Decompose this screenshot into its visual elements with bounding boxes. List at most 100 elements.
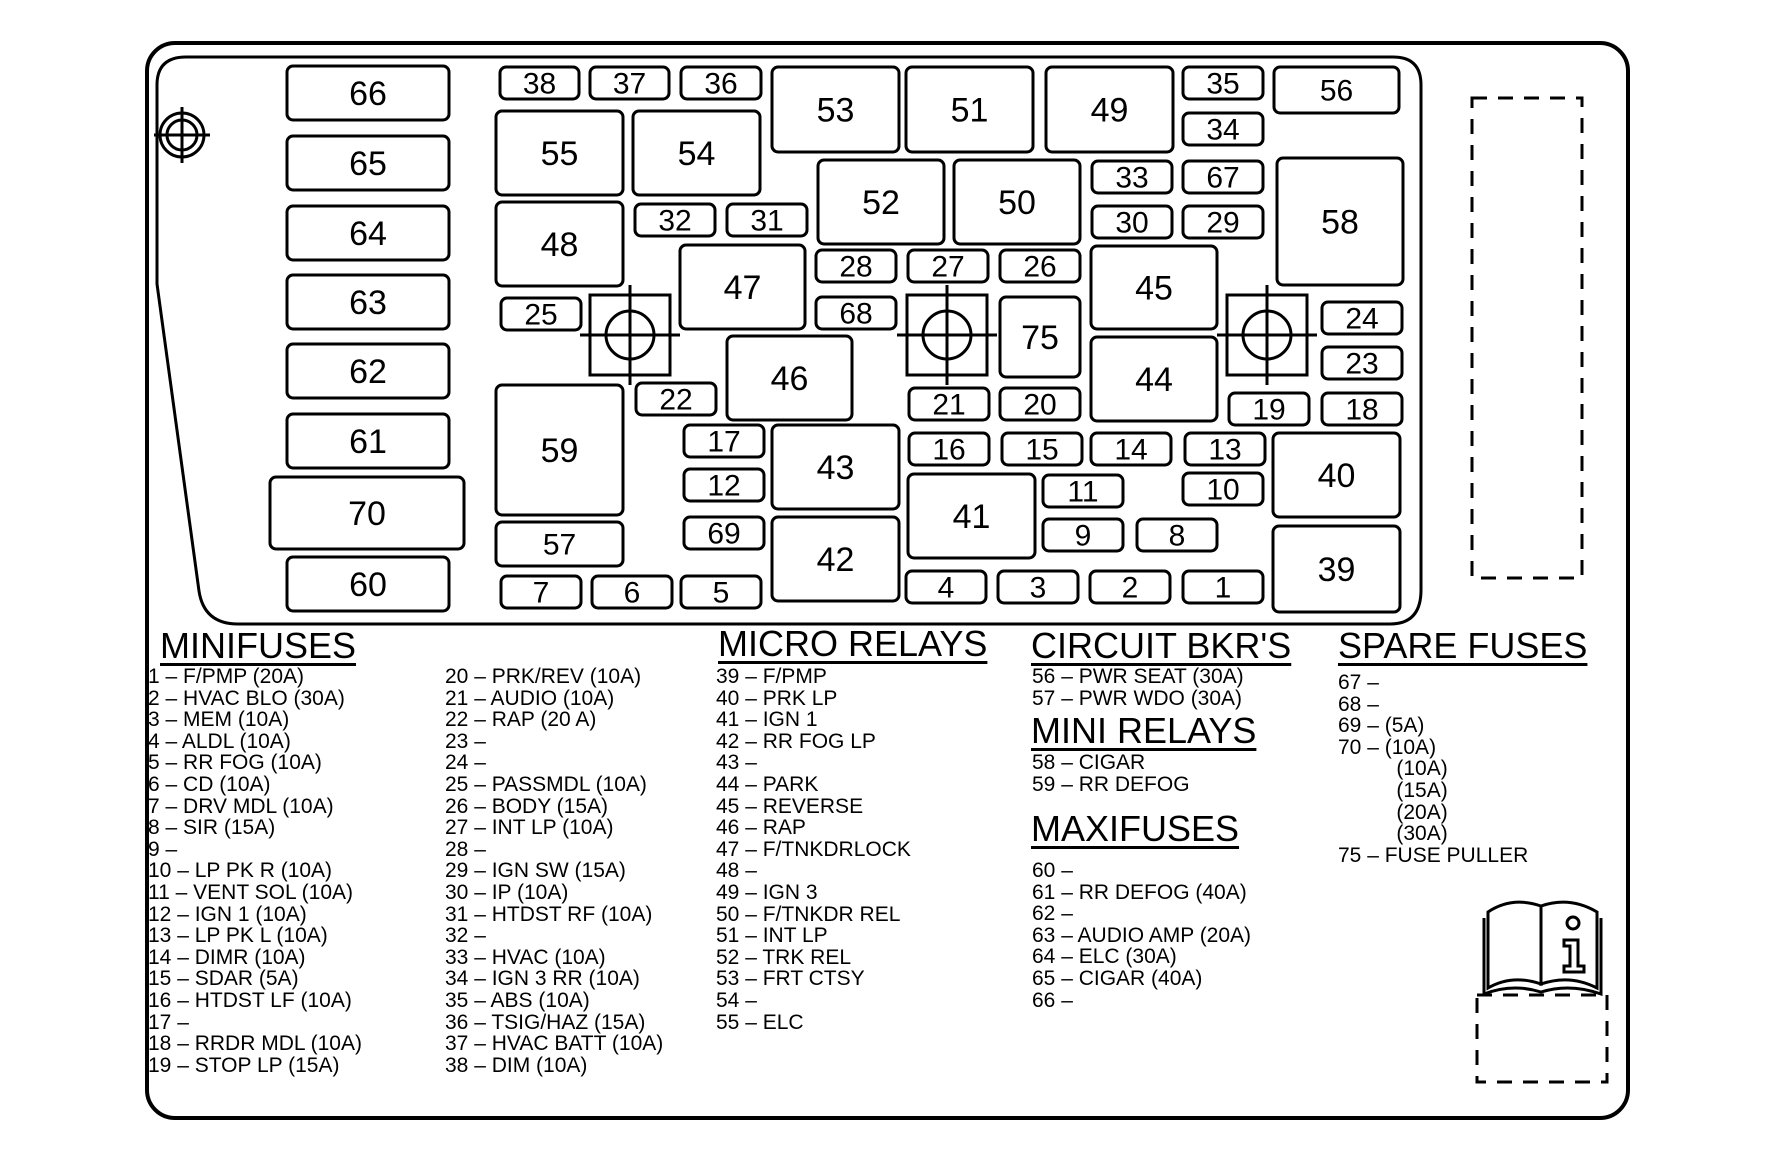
- fuse-slot-35: 35: [1181, 65, 1265, 101]
- circuit-bkrs-heading: CIRCUIT BKR'S: [1031, 625, 1292, 666]
- fuse-slot-57: 57: [494, 520, 625, 568]
- fuse-slot-39: 39: [1271, 524, 1402, 614]
- fuse-slot-51: 51: [904, 65, 1035, 154]
- fuse-slot-number: 14: [1114, 434, 1147, 467]
- fuse-slot-number: 9: [1075, 520, 1092, 553]
- fuse-slot-number: 6: [624, 577, 641, 610]
- fuse-slot-61: 61: [285, 412, 451, 470]
- fuse-slot-20: 20: [998, 386, 1082, 422]
- fuse-slot-number: 15: [1025, 434, 1058, 467]
- fuse-slot-2: 2: [1088, 569, 1172, 605]
- fuse-slot-number: 57: [543, 529, 576, 562]
- fuse-slot-55: 55: [494, 109, 625, 197]
- fuse-slot-number: 26: [1023, 251, 1056, 284]
- fuse-slot-number: 75: [1021, 319, 1059, 357]
- fuse-slot-10: 10: [1181, 471, 1265, 507]
- fuse-slot-number: 55: [541, 135, 579, 173]
- fuse-slot-26: 26: [998, 248, 1082, 284]
- micro-relays-list: 39 – F/PMP 40 – PRK LP 41 – IGN 1 42 – R…: [716, 665, 911, 1034]
- fuse-slot-25: 25: [499, 296, 583, 332]
- fuse-slot-15: 15: [1000, 431, 1084, 467]
- fuse-slot-number: 39: [1318, 551, 1356, 589]
- fuse-slot-56: 56: [1272, 65, 1401, 115]
- circuit-bkrs-list: 56 – PWR SEAT (30A) 57 – PWR WDO (30A): [1032, 665, 1244, 710]
- owner-manual-info-icon: [1482, 900, 1603, 997]
- fuse-slot-number: 16: [932, 434, 965, 467]
- fuse-slot-45: 45: [1089, 244, 1219, 331]
- fuse-slot-number: 63: [349, 284, 387, 322]
- fuse-slot-42: 42: [770, 515, 901, 603]
- fuse-slot-number: 61: [349, 423, 387, 461]
- fuse-slot-63: 63: [285, 273, 451, 331]
- fuse-slot-number: 64: [349, 215, 387, 253]
- fuse-slot-number: 38: [523, 68, 556, 101]
- fuse-slot-53: 53: [770, 65, 901, 154]
- label-area-dashed-box: [1475, 993, 1609, 1084]
- fuse-slot-13: 13: [1183, 431, 1267, 467]
- fuse-slot-1: 1: [1181, 569, 1265, 605]
- fuse-slot-32: 32: [633, 202, 717, 238]
- fuse-slot-number: 20: [1023, 389, 1056, 422]
- fuse-slot-number: 56: [1320, 75, 1353, 108]
- fuse-slot-number: 47: [724, 269, 762, 307]
- fuse-slot-number: 51: [951, 92, 989, 130]
- fuse-slot-number: 13: [1208, 434, 1241, 467]
- maxifuses-list: 60 – 61 – RR DEFOG (40A) 62 – 63 – AUDIO…: [1032, 859, 1252, 1012]
- fuse-slot-5: 5: [679, 574, 763, 610]
- bolt-crosshair-icon: [897, 285, 997, 385]
- fuse-slot-16: 16: [907, 431, 991, 467]
- fuse-slot-48: 48: [494, 200, 625, 288]
- fuse-slot-number: 52: [862, 184, 900, 222]
- fuse-slot-4: 4: [904, 569, 988, 605]
- fuse-slot-43: 43: [770, 423, 901, 511]
- fuse-slot-40: 40: [1271, 431, 1402, 519]
- fuse-slot-69: 69: [682, 515, 766, 551]
- fuse-slot-number: 49: [1091, 92, 1129, 130]
- fuse-slot-number: 35: [1206, 68, 1239, 101]
- fuse-slot-number: 30: [1115, 207, 1148, 240]
- fuse-slot-59: 59: [494, 383, 625, 517]
- mini-relays-heading: MINI RELAYS: [1031, 710, 1257, 751]
- fuse-slot-number: 29: [1206, 207, 1239, 240]
- fuse-slot-number: 45: [1135, 270, 1173, 308]
- fuse-slot-number: 17: [707, 426, 740, 459]
- fuse-slot-number: 22: [659, 384, 692, 417]
- fuse-slot-number: 44: [1135, 361, 1173, 399]
- fuse-slot-number: 46: [771, 360, 809, 398]
- fuse-slot-37: 37: [588, 65, 671, 101]
- fuse-slot-38: 38: [498, 65, 581, 101]
- fuse-slot-number: 12: [707, 470, 740, 503]
- fuse-slot-54: 54: [631, 109, 762, 197]
- fuse-slot-68: 68: [814, 295, 898, 331]
- fuse-slot-22: 22: [634, 381, 718, 417]
- fuse-slot-number: 40: [1318, 457, 1356, 495]
- fuse-slot-3: 3: [996, 569, 1080, 605]
- fuse-slot-9: 9: [1041, 517, 1125, 553]
- fuse-slot-number: 7: [533, 577, 550, 610]
- fuse-slot-number: 70: [348, 495, 386, 533]
- fuse-slot-49: 49: [1044, 65, 1175, 154]
- crosshair-targets: [154, 107, 1317, 385]
- fuse-slot-28: 28: [814, 248, 898, 284]
- fuse-slot-number: 41: [953, 498, 991, 536]
- fuse-slot-number: 25: [524, 299, 557, 332]
- fuse-slot-29: 29: [1181, 204, 1265, 240]
- fuse-slot-number: 24: [1345, 303, 1378, 336]
- fuse-slot-number: 18: [1345, 394, 1378, 427]
- fuse-slot-67: 67: [1181, 159, 1265, 195]
- minifuses-list-col1: 1 – F/PMP (20A) 2 – HVAC BLO (30A) 3 – M…: [148, 665, 362, 1077]
- spare-area-dashed-box: [1470, 96, 1584, 580]
- fuse-slot-number: 36: [704, 68, 737, 101]
- fuse-slot-number: 10: [1206, 474, 1239, 507]
- fuse-slot-60: 60: [285, 555, 451, 613]
- fuse-slot-number: 4: [938, 572, 955, 605]
- fuse-slot-6: 6: [590, 574, 674, 610]
- fuse-slot-66: 66: [285, 64, 451, 122]
- fuse-slot-number: 34: [1206, 114, 1239, 147]
- fuse-slot-41: 41: [906, 472, 1037, 560]
- minifuses-heading: MINIFUSES: [160, 625, 357, 666]
- spare-fuses-list: 67 – 68 – 69 – (5A) 70 – (10A) (10A) (15…: [1338, 671, 1529, 867]
- fuse-slot-number: 53: [817, 92, 855, 130]
- fuse-slot-64: 64: [285, 204, 451, 262]
